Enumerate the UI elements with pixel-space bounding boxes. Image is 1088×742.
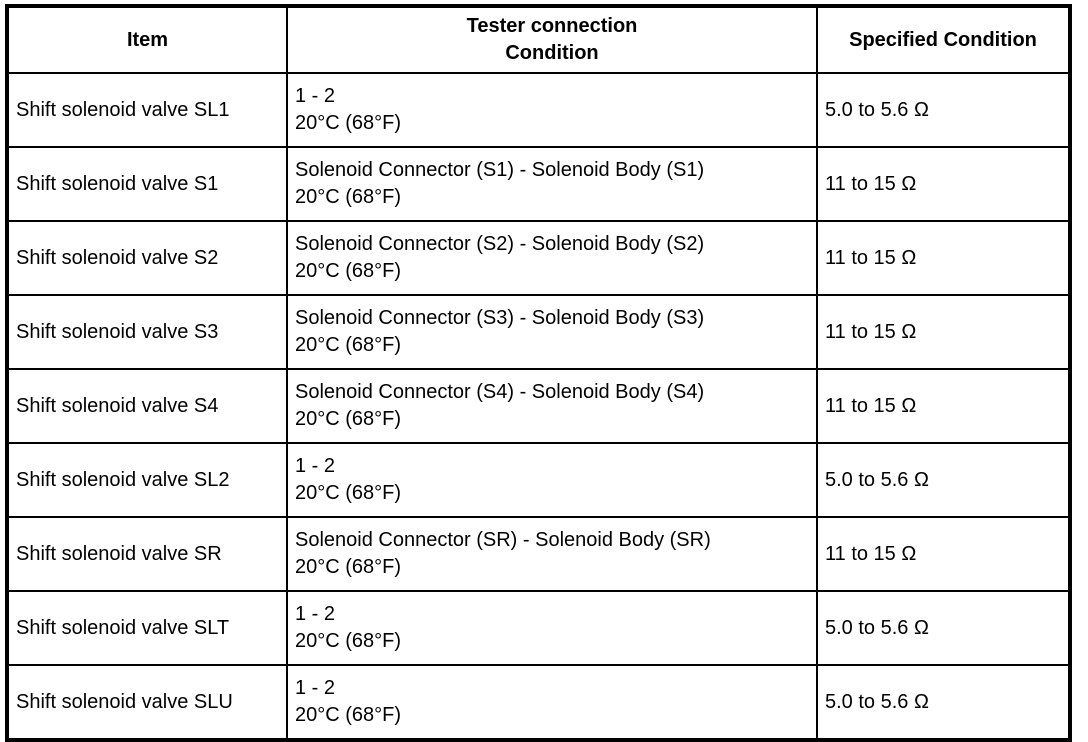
specified-condition-cell: 11 to 15 Ω bbox=[816, 220, 1071, 296]
item-cell: Shift solenoid valve S1 bbox=[6, 146, 288, 222]
specified-condition-cell: 5.0 to 5.6 Ω bbox=[816, 664, 1071, 741]
connection-text: 1 - 2 bbox=[295, 603, 336, 625]
connection-text: Solenoid Connector (S2) - Solenoid Body … bbox=[295, 233, 705, 255]
tester-connection-cell: 1 - 2 20°C (68°F) bbox=[286, 442, 818, 518]
connection-text: 1 - 2 bbox=[295, 677, 336, 699]
table-row: Shift solenoid valve SLU 1 - 2 20°C (68°… bbox=[6, 664, 1071, 741]
table-row: Shift solenoid valve SLT 1 - 2 20°C (68°… bbox=[6, 590, 1071, 666]
condition-text: 20°C (68°F) bbox=[295, 186, 402, 208]
condition-text: 20°C (68°F) bbox=[295, 260, 402, 282]
specified-condition-cell: 5.0 to 5.6 Ω bbox=[816, 72, 1071, 148]
table-row: Shift solenoid valve SL2 1 - 2 20°C (68°… bbox=[6, 442, 1071, 518]
specified-condition-cell: 11 to 15 Ω bbox=[816, 294, 1071, 370]
specified-condition-cell: 5.0 to 5.6 Ω bbox=[816, 442, 1071, 518]
condition-text: 20°C (68°F) bbox=[295, 408, 402, 430]
connection-text: Solenoid Connector (SR) - Solenoid Body … bbox=[295, 529, 711, 551]
header-specified-condition: Specified Condition bbox=[816, 5, 1071, 74]
connection-text: Solenoid Connector (S3) - Solenoid Body … bbox=[295, 307, 705, 329]
header-row: Item Tester connection Condition Specifi… bbox=[6, 5, 1071, 74]
tester-connection-cell: Solenoid Connector (SR) - Solenoid Body … bbox=[286, 516, 818, 592]
header-tester-connection: Tester connection Condition bbox=[286, 5, 818, 74]
header-tester-connection-line2: Condition bbox=[505, 42, 599, 64]
item-cell: Shift solenoid valve SLT bbox=[6, 590, 288, 666]
specified-condition-cell: 11 to 15 Ω bbox=[816, 368, 1071, 444]
specified-condition-cell: 11 to 15 Ω bbox=[816, 516, 1071, 592]
condition-text: 20°C (68°F) bbox=[295, 334, 402, 356]
tester-connection-cell: 1 - 2 20°C (68°F) bbox=[286, 590, 818, 666]
tester-connection-cell: Solenoid Connector (S4) - Solenoid Body … bbox=[286, 368, 818, 444]
item-cell: Shift solenoid valve SLU bbox=[6, 664, 288, 741]
table-row: Shift solenoid valve S2 Solenoid Connect… bbox=[6, 220, 1071, 296]
condition-text: 20°C (68°F) bbox=[295, 482, 402, 504]
tester-connection-cell: Solenoid Connector (S2) - Solenoid Body … bbox=[286, 220, 818, 296]
connection-text: 1 - 2 bbox=[295, 85, 336, 107]
item-cell: Shift solenoid valve S3 bbox=[6, 294, 288, 370]
tester-connection-cell: Solenoid Connector (S3) - Solenoid Body … bbox=[286, 294, 818, 370]
table-row: Shift solenoid valve S3 Solenoid Connect… bbox=[6, 294, 1071, 370]
header-tester-connection-line1: Tester connection bbox=[466, 15, 638, 37]
table-row: Shift solenoid valve S4 Solenoid Connect… bbox=[6, 368, 1071, 444]
tester-connection-cell: 1 - 2 20°C (68°F) bbox=[286, 72, 818, 148]
tester-connection-cell: 1 - 2 20°C (68°F) bbox=[286, 664, 818, 741]
table-row: Shift solenoid valve S1 Solenoid Connect… bbox=[6, 146, 1071, 222]
item-cell: Shift solenoid valve SR bbox=[6, 516, 288, 592]
header-item: Item bbox=[6, 5, 288, 74]
item-cell: Shift solenoid valve SL2 bbox=[6, 442, 288, 518]
tester-connection-cell: Solenoid Connector (S1) - Solenoid Body … bbox=[286, 146, 818, 222]
connection-text: Solenoid Connector (S1) - Solenoid Body … bbox=[295, 159, 705, 181]
table-row: Shift solenoid valve SR Solenoid Connect… bbox=[6, 516, 1071, 592]
connection-text: Solenoid Connector (S4) - Solenoid Body … bbox=[295, 381, 705, 403]
solenoid-spec-table: Item Tester connection Condition Specifi… bbox=[5, 4, 1072, 742]
table-row: Shift solenoid valve SL1 1 - 2 20°C (68°… bbox=[6, 72, 1071, 148]
condition-text: 20°C (68°F) bbox=[295, 704, 402, 726]
connection-text: 1 - 2 bbox=[295, 455, 336, 477]
item-cell: Shift solenoid valve SL1 bbox=[6, 72, 288, 148]
condition-text: 20°C (68°F) bbox=[295, 556, 402, 578]
specified-condition-cell: 11 to 15 Ω bbox=[816, 146, 1071, 222]
condition-text: 20°C (68°F) bbox=[295, 630, 402, 652]
item-cell: Shift solenoid valve S4 bbox=[6, 368, 288, 444]
condition-text: 20°C (68°F) bbox=[295, 112, 402, 134]
specified-condition-cell: 5.0 to 5.6 Ω bbox=[816, 590, 1071, 666]
item-cell: Shift solenoid valve S2 bbox=[6, 220, 288, 296]
